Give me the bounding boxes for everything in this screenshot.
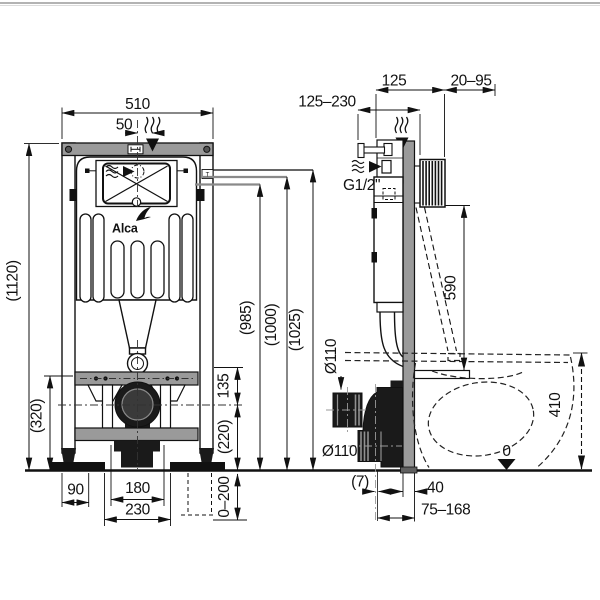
dim-0-200-label: 0–200 [216,476,233,518]
frame-lower-bar [74,427,199,442]
side-view [326,116,575,521]
flush-pipe-side [379,311,404,368]
dim-20-95-label: 20–95 [450,73,491,90]
dim-75-168-label: 75–168 [421,502,470,519]
side-view-dimensions [337,84,588,522]
support-post-right [159,384,172,429]
dim-320-label: (320) [29,399,46,433]
wall-bar-foot [400,466,418,474]
drain-outlet [114,440,160,468]
front-view [50,116,243,470]
dim-50-label: 50 [116,117,133,134]
drain-elbow-side [357,387,403,468]
support-post-left [101,384,114,429]
water-supply-icon-side [351,159,392,174]
dim-510-label: 510 [125,96,150,113]
spare-inlet-cap [326,387,369,433]
rail-clip-left [69,189,78,201]
dim-230-label: 230 [125,502,150,519]
dim-590-label: 590 [443,275,460,300]
dim-g12-label: G1/2" [343,177,380,194]
hidden-flush-path [415,207,458,352]
brand-logo-text: Alca [112,222,139,236]
frame-tag-box [201,169,214,179]
frame-feet [50,448,225,470]
dim-135-label: 135 [216,374,233,399]
alca-bird-icon [136,207,151,221]
floor-zero-label: 0 [502,443,511,460]
wall-profile-bar [402,140,416,472]
corner-screw-right [203,145,211,153]
flush-inlet-icon [144,116,161,152]
dim-dia110-bottom-label: Ø110 [322,443,358,460]
side-inlet-markers [85,168,188,173]
dimension-labels: 510 50 (1120) (320) (985) (1000) (1025) … [5,73,565,519]
flush-conduit [413,158,446,208]
dim-125-label: 125 [382,73,407,90]
corner-screw-left [64,145,73,153]
floor-zero-marker [497,459,516,470]
dim-dia110-top-label: Ø110 [323,338,340,374]
rail-clip-right [196,189,205,201]
width-adjust-icon [127,144,144,155]
front-view-dimensions [24,107,317,526]
dim-125-230-label: 125–230 [298,94,356,111]
access-panel [95,159,178,208]
dim-1000-label: (1000) [263,304,280,347]
dim-40-label: 40 [427,480,444,497]
cistern-ribs [79,213,194,303]
dim-180-label: 180 [125,480,150,497]
water-supply-icon [105,164,135,179]
dim-1120-label: (1120) [5,260,22,301]
dim-220-label: (220) [216,420,233,454]
frame-tag-label: T [206,173,210,179]
page-top-border [0,2,600,6]
dim-90-label: 90 [67,482,84,499]
dim-1025-label: (1025) [287,309,304,352]
dim-985-label: (985) [238,301,255,335]
dim-410-label: 410 [547,392,564,417]
cistern-side [371,176,404,313]
toilet-bowl-outline [344,351,575,468]
dim-7-label: (7) [351,474,369,491]
